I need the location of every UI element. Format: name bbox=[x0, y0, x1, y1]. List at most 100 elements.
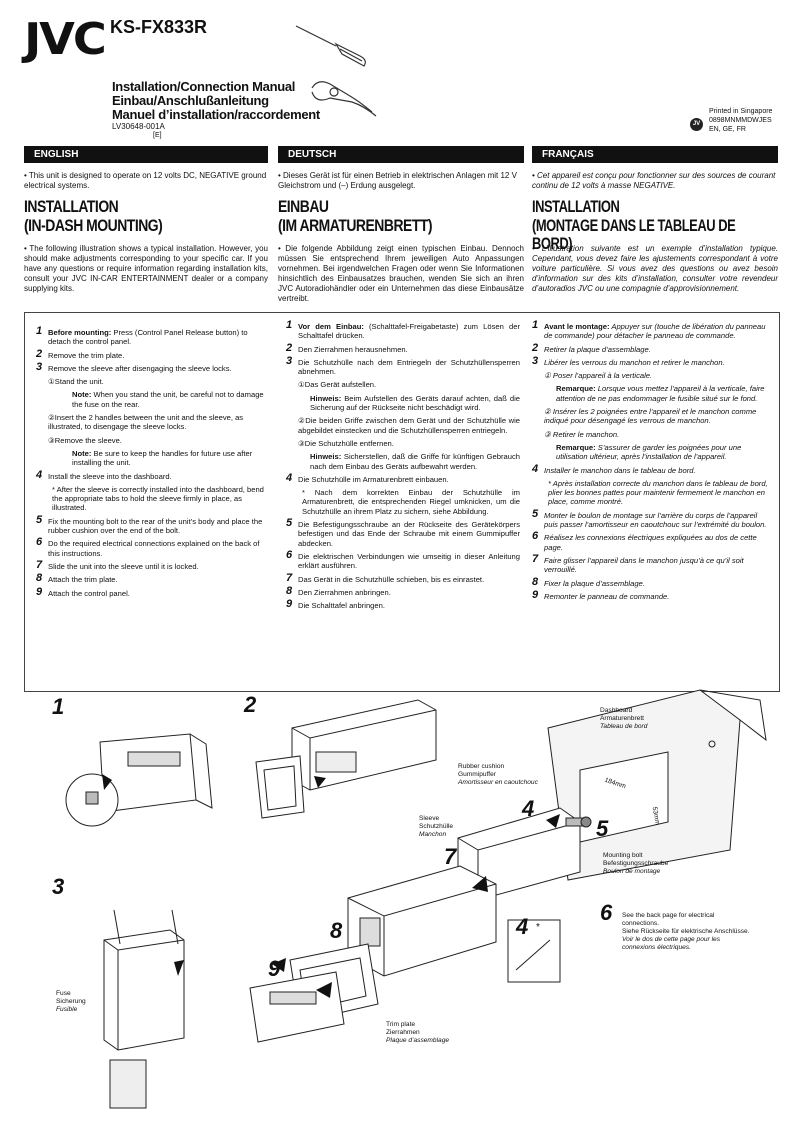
intro-text: • Cet appareil est conçu pour fonctionne… bbox=[532, 171, 776, 190]
label-fuse: Fuse Sicherung Fusible bbox=[56, 990, 86, 1014]
note: Hinweis: Beim Aufstellen des Geräts dara… bbox=[310, 394, 520, 413]
radio-body-fig8 bbox=[347, 865, 497, 977]
step-number: 3 bbox=[532, 354, 539, 367]
label-trim-plate: Trim plate Zierrahmen Plaque d’assemblag… bbox=[386, 1021, 449, 1045]
note: Note: Be sure to keep the handles for fu… bbox=[72, 449, 268, 468]
heading-line: INSTALLATION bbox=[24, 197, 119, 216]
label-en: Fuse bbox=[56, 990, 71, 997]
printed-line: Printed in Singapore bbox=[709, 108, 773, 115]
figure-number: 4 bbox=[516, 914, 529, 939]
control-panel-fig9 bbox=[249, 971, 345, 1043]
manual-title-en: Installation/Connection Manual bbox=[112, 79, 296, 94]
substep: ② Insérer les 2 poignées entre l’apparei… bbox=[544, 407, 757, 426]
step-number: 6 bbox=[36, 536, 43, 549]
star-mark: * bbox=[536, 922, 540, 933]
francais-intro: • Cet appareil est conçu pour fonctionne… bbox=[532, 171, 778, 191]
substep: ①Das Gerät aufstellen. bbox=[298, 380, 377, 390]
step-number: 4 bbox=[532, 462, 539, 475]
substep: ③Die Schutzhülle entfernen. bbox=[298, 438, 394, 448]
figure-number: 9 bbox=[268, 956, 281, 981]
heading-line: (IM ARMATURENBRETT) bbox=[278, 215, 433, 235]
note-text: When you stand the unit, be careful not … bbox=[72, 390, 264, 409]
label-en: Trim plate bbox=[386, 1021, 416, 1028]
label-de: Siehe Rückseite für elektrische Anschlüs… bbox=[622, 928, 750, 935]
step-number: 7 bbox=[36, 558, 43, 571]
step-item: 7 Das Gerät in die Schutzhülle schieben, … bbox=[286, 571, 520, 584]
printed-line: EN, GE, FR bbox=[709, 126, 746, 133]
label-de: Befestigungsschraube bbox=[603, 860, 669, 867]
radio-unit-fig1 bbox=[65, 733, 213, 827]
label-dashboard: Dashboard Armaturenbrett Tableau de bord bbox=[600, 707, 647, 731]
note-label: Remarque: bbox=[556, 442, 596, 452]
step-number: 5 bbox=[36, 513, 43, 526]
step-number: 7 bbox=[286, 571, 293, 584]
manual-title-fr: Manuel d’installation/raccordement bbox=[112, 107, 320, 122]
step-number: 3 bbox=[286, 354, 293, 367]
note-text: Be sure to keep the handles for future u… bbox=[72, 448, 253, 468]
step-number: 6 bbox=[286, 548, 293, 561]
desc-text: • L’illustration suivante est un exemple… bbox=[532, 244, 778, 293]
step-text: Fix the mounting bolt to the rear of the… bbox=[48, 516, 263, 536]
note: Hinweis: Sicherstellen, daß die Griffe f… bbox=[310, 452, 520, 471]
step-text: Install the sleeve into the dashboard. bbox=[48, 471, 172, 481]
label-de: Sicherung bbox=[56, 998, 86, 1005]
note-text: Lorsque vous mettez l’appareil à la vert… bbox=[556, 384, 765, 403]
steps-box bbox=[24, 312, 780, 692]
label-de: Armaturenbrett bbox=[600, 715, 644, 722]
label-fr: Voir le dos de cette page pour les conne… bbox=[622, 936, 720, 951]
heading-line: EINBAU bbox=[278, 197, 329, 216]
step-number: 1 bbox=[286, 319, 293, 331]
deutsch-desc: • Die folgende Abbildung zeigt einen typ… bbox=[278, 244, 524, 304]
step-number: 7 bbox=[532, 552, 539, 565]
label-en: Sleeve bbox=[419, 815, 440, 822]
label-fr: Amortisseur en caoutchouc bbox=[458, 779, 538, 786]
note-label: Remarque: bbox=[556, 384, 596, 394]
heading-line: (IN-DASH MOUNTING) bbox=[24, 215, 163, 235]
step-text: Den Zierrahmen herausnehmen. bbox=[298, 344, 408, 354]
mounting-bolt-icon bbox=[565, 816, 592, 828]
step-number: 1 bbox=[532, 319, 539, 331]
star-note: * After the sleeve is correctly installe… bbox=[52, 484, 264, 513]
note: Remarque: Lorsque vous mettez l’appareil… bbox=[556, 384, 768, 403]
star-note: * Nach dem korrekten Einbau der Schutzhü… bbox=[302, 488, 520, 516]
step-bold: Vor dem Einbau: bbox=[298, 322, 364, 331]
step-text: Press (Control Panel Release button) to … bbox=[48, 328, 248, 347]
label-en: Rubber cushion bbox=[458, 763, 505, 770]
dimension-width: 184mm bbox=[603, 776, 627, 791]
substep: ① Poser l’appareil à la verticale. bbox=[544, 371, 653, 381]
step-text: Die Befestigungsschraube an der Rückseit… bbox=[298, 520, 520, 548]
jv-badge: JV bbox=[690, 118, 703, 131]
screwdriver-icon bbox=[295, 25, 366, 67]
trim-plate-fig9 bbox=[289, 943, 379, 1023]
step-number: 4 bbox=[286, 471, 293, 484]
figure-number: 1 bbox=[52, 694, 65, 719]
figure-number: 6 bbox=[600, 900, 613, 925]
label-de: Gummipuffer bbox=[458, 771, 496, 778]
note-label: Hinweis: bbox=[310, 393, 342, 403]
star-note: * Après installation correcte du manchon… bbox=[548, 478, 768, 507]
francais-desc: • L’illustration suivante est un exemple… bbox=[532, 244, 778, 294]
step-text: Fixer la plaque d’assemblage. bbox=[544, 578, 645, 588]
dimension-height: 53mm bbox=[650, 806, 661, 826]
step-number: 1 bbox=[36, 325, 43, 337]
step-text: Das Gerät in die Schutzhülle schieben, b… bbox=[298, 574, 485, 584]
heading-deutsch: EINBAU (IM ARMATURENBRETT) bbox=[278, 197, 433, 235]
label-sleeve: Sleeve Schutzhülle Manchon bbox=[419, 815, 453, 839]
step-text: Die Schalttafel anbringen. bbox=[298, 601, 385, 611]
step-text: Remove the sleeve after disengaging the … bbox=[48, 363, 232, 373]
step-text: Retirer la plaque d’assemblage. bbox=[544, 344, 651, 354]
